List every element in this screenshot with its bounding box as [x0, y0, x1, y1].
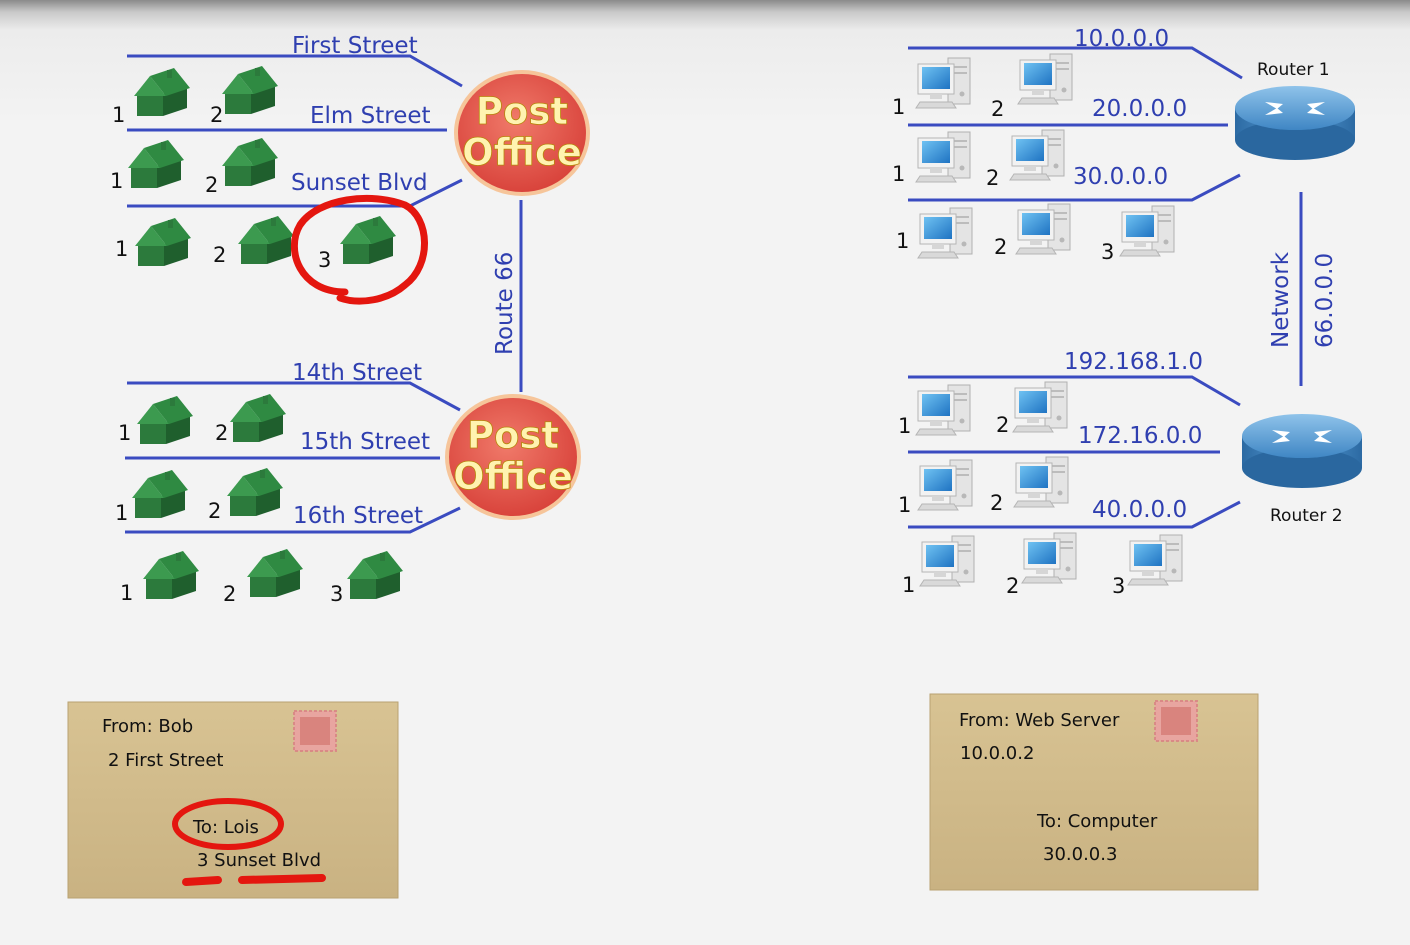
computer-icon	[1013, 456, 1069, 508]
house-icon	[222, 138, 278, 186]
host-number: 2	[996, 413, 1009, 437]
link-label-network: Network	[1268, 251, 1294, 348]
house-number: 1	[118, 421, 131, 445]
computer-icon	[1119, 205, 1175, 257]
street-label-16th: 16th Street	[293, 503, 423, 529]
house-icon	[347, 551, 403, 599]
letter-to: To: Computer	[1036, 811, 1158, 832]
house-icon	[222, 66, 278, 114]
computer-icon	[915, 131, 971, 183]
host-number: 3	[1101, 240, 1114, 264]
house-icon	[238, 216, 294, 264]
letter-to-address: 3 Sunset Blvd	[197, 850, 321, 871]
host-number: 1	[902, 573, 915, 597]
house-icon	[340, 216, 396, 264]
house-icon	[135, 218, 191, 266]
street-label-first: First Street	[292, 33, 418, 59]
street-label-15th: 15th Street	[300, 429, 430, 455]
house-number: 2	[208, 499, 221, 523]
router-1	[1235, 86, 1355, 160]
host-number: 1	[898, 493, 911, 517]
letter-envelope-right: From: Web Server 10.0.0.2 To: Computer 3…	[929, 693, 1259, 891]
network-lines	[908, 46, 1303, 529]
house-number: 2	[210, 103, 223, 127]
house-number: 2	[205, 173, 218, 197]
host-number: 1	[896, 229, 909, 253]
street-label-14th: 14th Street	[292, 360, 422, 386]
highlight-circle-recipient	[172, 798, 284, 850]
post-office-1-line2: Office	[462, 131, 582, 174]
street-label-elm: Elm Street	[310, 103, 431, 129]
host-number: 1	[892, 95, 905, 119]
host-number: 1	[892, 162, 905, 186]
house-number: 3	[318, 248, 331, 272]
house-icon	[137, 396, 193, 444]
computer-icon	[917, 207, 973, 259]
house-number: 2	[215, 421, 228, 445]
computer-icon	[919, 535, 975, 587]
house-icon	[230, 394, 286, 442]
host-number: 2	[986, 166, 999, 190]
computer-icon	[1009, 129, 1065, 181]
post-office-2: Post Office	[445, 394, 581, 520]
post-office-1: Post Office	[454, 70, 590, 196]
house-number: 1	[112, 103, 125, 127]
network-label-192: 192.168.1.0	[1064, 349, 1203, 375]
router-2-label: Router 2	[1270, 506, 1343, 526]
highlight-underline-number	[182, 876, 222, 886]
router-icon	[1235, 86, 1355, 160]
letter-from-address: 2 First Street	[108, 750, 223, 771]
computer-icon	[917, 459, 973, 511]
house-icon	[134, 68, 190, 116]
house-icon	[247, 549, 303, 597]
host-number: 2	[994, 235, 1007, 259]
host-number: 2	[991, 97, 1004, 121]
router-icon	[1242, 414, 1362, 488]
house-number: 3	[330, 582, 343, 606]
house-icon	[132, 470, 188, 518]
computer-icon	[1127, 534, 1183, 586]
street-label-sunset: Sunset Blvd	[291, 170, 428, 196]
router-1-label: Router 1	[1257, 60, 1330, 80]
network-label-40: 40.0.0.0	[1092, 497, 1187, 523]
route-label: Route 66	[492, 252, 518, 355]
host-number: 2	[1006, 574, 1019, 598]
letter-from-address: 10.0.0.2	[960, 743, 1034, 764]
house-icon	[128, 140, 184, 188]
highlight-circle-house	[290, 194, 428, 305]
letter-to: To: Lois	[192, 817, 259, 838]
computer-icon	[1015, 203, 1071, 255]
house-number: 1	[110, 169, 123, 193]
highlight-underline-street	[238, 874, 326, 884]
house-number: 1	[120, 581, 133, 605]
post-office-1-line1: Post	[476, 90, 568, 133]
house-icon	[227, 468, 283, 516]
computer-icon	[1021, 532, 1077, 584]
letter-from: From: Bob	[102, 716, 193, 737]
host-number: 1	[898, 414, 911, 438]
house-number: 2	[213, 243, 226, 267]
network-label-20: 20.0.0.0	[1092, 96, 1187, 122]
link-label-ip: 66.0.0.0	[1312, 253, 1338, 348]
letter-to-address: 30.0.0.3	[1043, 844, 1117, 865]
host-number: 2	[990, 491, 1003, 515]
host-number: 3	[1112, 574, 1125, 598]
network-label-30: 30.0.0.0	[1073, 164, 1168, 190]
computer-icon	[1012, 381, 1068, 433]
post-office-2-line1: Post	[467, 414, 559, 457]
house-number: 1	[115, 501, 128, 525]
post-office-2-line2: Office	[453, 455, 573, 498]
letter-from: From: Web Server	[959, 710, 1120, 731]
computer-icon	[915, 57, 971, 109]
house-number: 2	[223, 582, 236, 606]
router-2	[1242, 414, 1362, 488]
network-label-10: 10.0.0.0	[1074, 26, 1169, 52]
computer-icon	[915, 384, 971, 436]
computer-icon	[1017, 53, 1073, 105]
network-label-172: 172.16.0.0	[1078, 423, 1202, 449]
house-number: 1	[115, 237, 128, 261]
house-icon	[143, 551, 199, 599]
